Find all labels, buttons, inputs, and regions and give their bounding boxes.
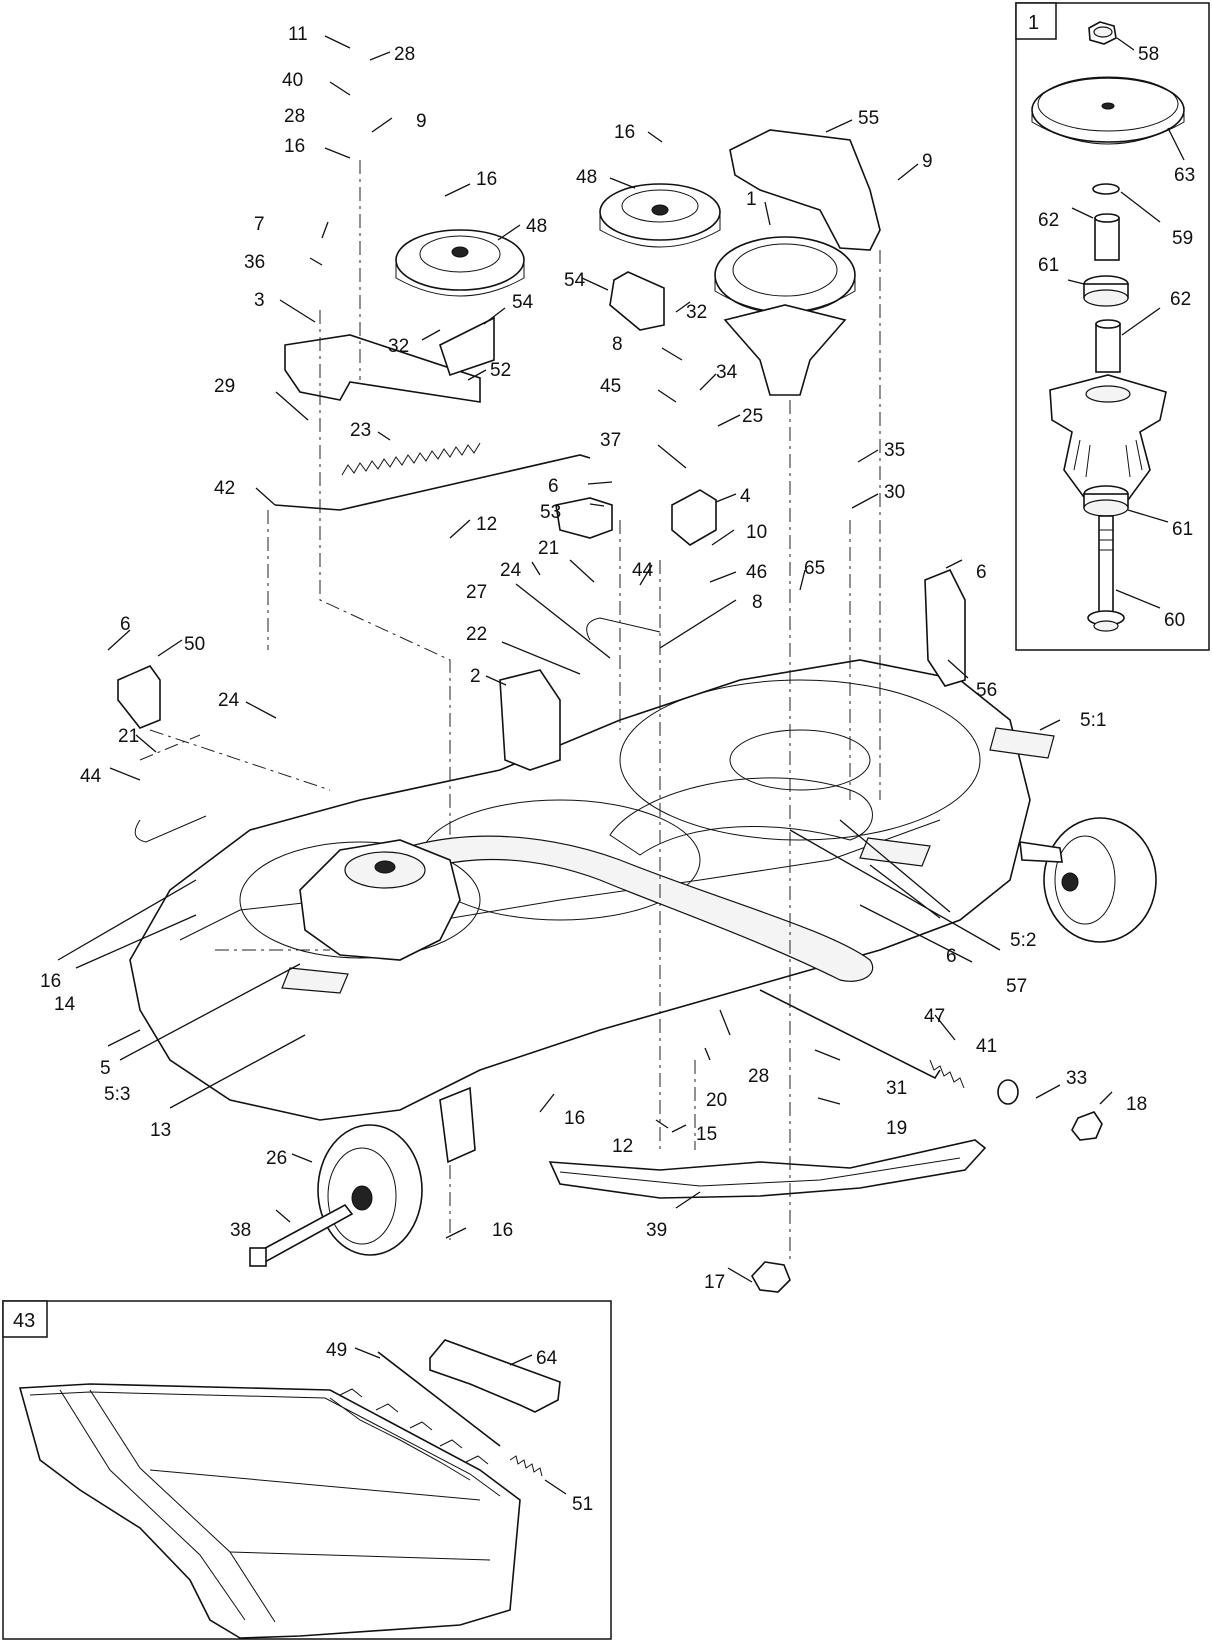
callout-31: 31 — [886, 1078, 907, 1099]
callout-59: 59 — [1172, 228, 1193, 249]
callout-51: 51 — [572, 1494, 593, 1515]
callout-labels: 11 28 40 28 9 16 16 48 7 36 3 32 54 52 2… — [40, 24, 1147, 1293]
callout-42: 42 — [214, 478, 235, 499]
callout-8-lower: 8 — [752, 592, 763, 613]
callout-5-3: 5:3 — [104, 1084, 130, 1105]
spindle-inset-label: 1 — [1028, 12, 1039, 34]
callout-10: 10 — [746, 522, 767, 543]
callout-36: 36 — [244, 252, 265, 273]
callout-17: 17 — [704, 1272, 725, 1293]
callout-9-right: 9 — [922, 151, 933, 172]
callout-39: 39 — [646, 1220, 667, 1241]
callout-28-top: 28 — [394, 44, 415, 65]
callout-12-upper: 12 — [476, 514, 497, 535]
callout-20: 20 — [706, 1090, 727, 1111]
callout-56: 56 — [976, 680, 997, 701]
callout-40: 40 — [282, 70, 303, 91]
callout-25: 25 — [742, 406, 763, 427]
callout-24-upper: 24 — [500, 560, 522, 581]
callout-4: 4 — [740, 486, 751, 507]
callout-7: 7 — [254, 214, 265, 235]
callout-16-pulley-left: 16 — [476, 169, 497, 190]
callout-18: 18 — [1126, 1094, 1147, 1115]
callout-12-lower: 12 — [612, 1136, 633, 1157]
mulch-inset-label: 43 — [13, 1310, 35, 1332]
callout-62-upper: 62 — [1038, 210, 1059, 231]
callout-21-upper: 21 — [538, 538, 559, 559]
callout-21-lower: 21 — [118, 726, 139, 747]
callout-33: 33 — [1066, 1068, 1087, 1089]
assembly-centerlines — [139, 160, 881, 1260]
mulch-kit-inset: 43 49 64 51 — [2, 1300, 612, 1640]
callout-3: 3 — [254, 290, 265, 311]
callout-6-upper: 6 — [548, 476, 559, 497]
callout-6-left: 6 — [120, 614, 131, 635]
callout-55: 55 — [858, 108, 879, 129]
callout-22: 22 — [466, 624, 487, 645]
callout-54-right: 54 — [564, 270, 586, 291]
callout-6-right: 6 — [976, 562, 987, 583]
callout-24-lower: 24 — [218, 690, 240, 711]
callout-37: 37 — [600, 430, 621, 451]
callout-9-left: 9 — [416, 111, 427, 132]
callout-63: 63 — [1174, 165, 1195, 186]
callout-45: 45 — [600, 376, 621, 397]
callout-26: 26 — [266, 1148, 287, 1169]
callout-29: 29 — [214, 376, 235, 397]
deck-shell — [117, 129, 1157, 1293]
callout-28-lower: 28 — [748, 1066, 769, 1087]
callout-58: 58 — [1138, 44, 1159, 65]
callout-6-belt: 6 — [946, 946, 957, 967]
callout-61-lower: 61 — [1172, 519, 1193, 540]
callout-8-upper: 8 — [612, 334, 623, 355]
callout-32-right: 32 — [686, 302, 707, 323]
callout-13: 13 — [150, 1120, 171, 1141]
callout-16-front: 16 — [564, 1108, 585, 1129]
callout-5: 5 — [100, 1058, 111, 1079]
callout-5-1: 5:1 — [1080, 710, 1106, 731]
callout-52: 52 — [490, 360, 511, 381]
callout-62-lower: 62 — [1170, 289, 1191, 310]
callout-34: 34 — [716, 362, 738, 383]
callout-14: 14 — [54, 994, 76, 1015]
callout-48-left: 48 — [526, 216, 547, 237]
callout-48-right: 48 — [576, 167, 597, 188]
callout-32-left: 32 — [388, 336, 409, 357]
callout-27: 27 — [466, 582, 487, 603]
callout-46: 46 — [746, 562, 767, 583]
callout-16-pulley-right: 16 — [614, 122, 635, 143]
callout-38: 38 — [230, 1220, 251, 1241]
callout-44-upper: 44 — [632, 560, 654, 581]
callout-leaders — [57, 35, 1113, 1283]
callout-1: 1 — [746, 189, 757, 210]
callout-16-top-left: 16 — [284, 136, 305, 157]
spindle-inset: 1 — [1015, 2, 1210, 651]
callout-23: 23 — [350, 420, 371, 441]
callout-61-upper: 61 — [1038, 255, 1059, 276]
callout-50: 50 — [184, 634, 205, 655]
callout-28-second: 28 — [284, 106, 305, 127]
callout-16-bottom: 16 — [492, 1220, 513, 1241]
callout-15: 15 — [696, 1124, 717, 1145]
callout-41: 41 — [976, 1036, 997, 1057]
callout-2: 2 — [470, 666, 481, 687]
callout-19: 19 — [886, 1118, 907, 1139]
callout-49: 49 — [326, 1340, 347, 1361]
callout-11: 11 — [288, 24, 308, 45]
callout-35: 35 — [884, 440, 905, 461]
callout-53: 53 — [540, 502, 561, 523]
callout-16-left: 16 — [40, 971, 61, 992]
callout-60: 60 — [1164, 610, 1185, 631]
callout-65: 65 — [804, 558, 825, 579]
callout-47: 47 — [924, 1006, 945, 1027]
callout-57: 57 — [1006, 976, 1027, 997]
callout-54-left: 54 — [512, 292, 534, 313]
callout-5-2: 5:2 — [1010, 930, 1036, 951]
callout-44-lower: 44 — [80, 766, 102, 787]
callout-30: 30 — [884, 482, 905, 503]
callout-64: 64 — [536, 1348, 558, 1369]
